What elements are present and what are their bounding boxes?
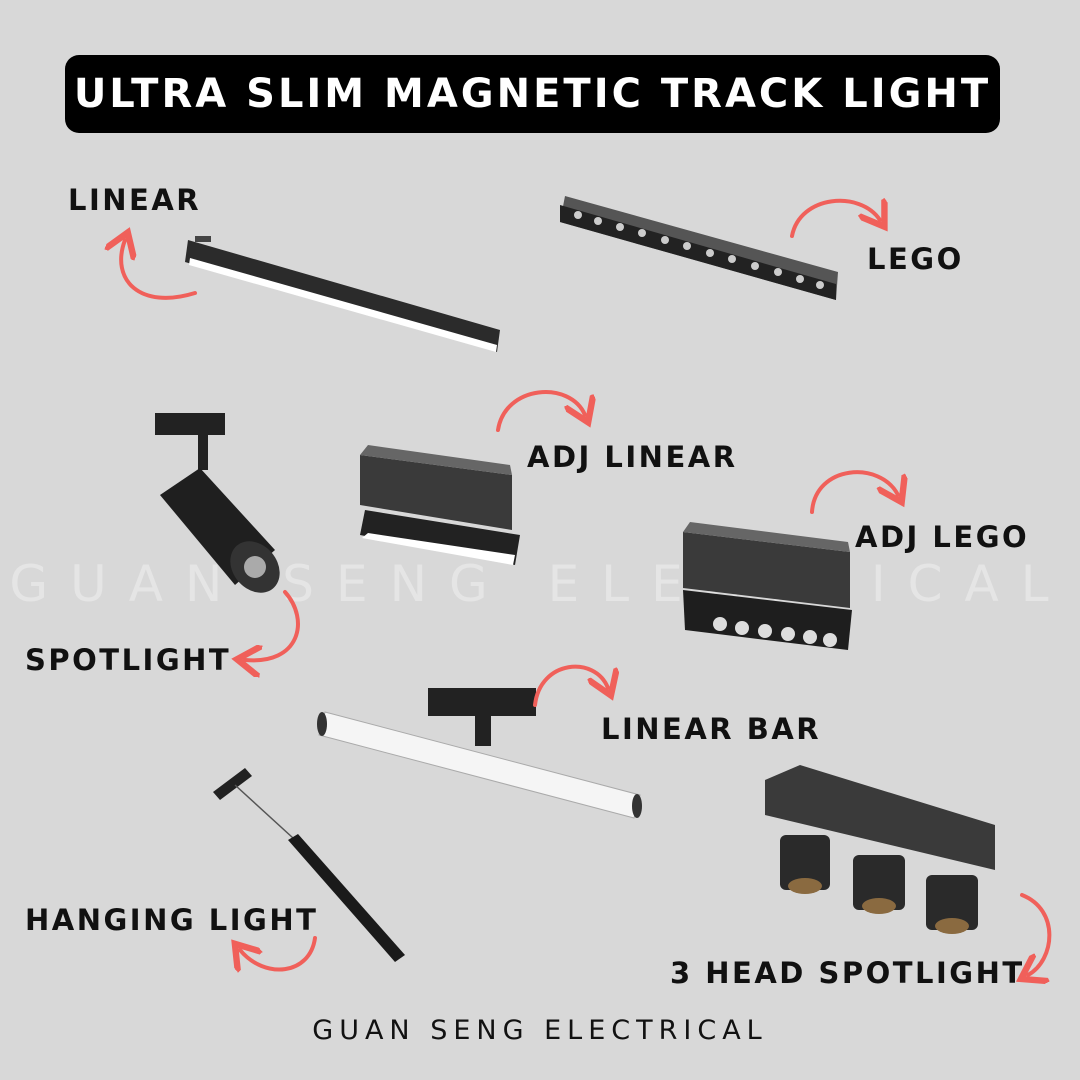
footer-brand: GUAN SENG ELECTRICAL xyxy=(312,1015,768,1046)
arrow-hanging-light xyxy=(240,936,317,970)
arrow-lego xyxy=(790,201,880,238)
three-head-spotlight-image xyxy=(765,765,995,934)
label-three-head-spotlight: 3 HEAD SPOTLIGHT xyxy=(670,956,1025,990)
watermark: GUAN SENG ELECTRICAL xyxy=(9,555,1071,613)
lego-light-image xyxy=(560,196,838,300)
arrow-adj-lego xyxy=(810,470,898,514)
label-linear: LINEAR xyxy=(68,183,202,217)
page-title: ULTRA SLIM MAGNETIC TRACK LIGHT xyxy=(73,71,992,117)
arrow-three-head xyxy=(1022,893,1052,975)
label-lego: LEGO xyxy=(867,242,964,276)
linear-bar-image xyxy=(317,688,642,819)
arrow-linear-bar xyxy=(533,664,608,707)
linear-light-image xyxy=(185,236,500,352)
title-banner: ULTRA SLIM MAGNETIC TRACK LIGHT xyxy=(65,55,1000,133)
arrow-adj-linear xyxy=(496,390,585,432)
adj-lego-image xyxy=(683,522,852,650)
hanging-light-image xyxy=(213,768,405,962)
adj-linear-image xyxy=(360,445,520,565)
arrow-spotlight xyxy=(245,590,300,660)
arrow-linear xyxy=(121,240,197,300)
label-spotlight: SPOTLIGHT xyxy=(25,643,232,677)
label-adj-lego: ADJ LEGO xyxy=(855,520,1030,554)
spotlight-image xyxy=(155,413,280,593)
label-linear-bar: LINEAR BAR xyxy=(601,712,822,746)
label-hanging-light: HANGING LIGHT xyxy=(25,903,319,937)
label-adj-linear: ADJ LINEAR xyxy=(527,440,738,474)
